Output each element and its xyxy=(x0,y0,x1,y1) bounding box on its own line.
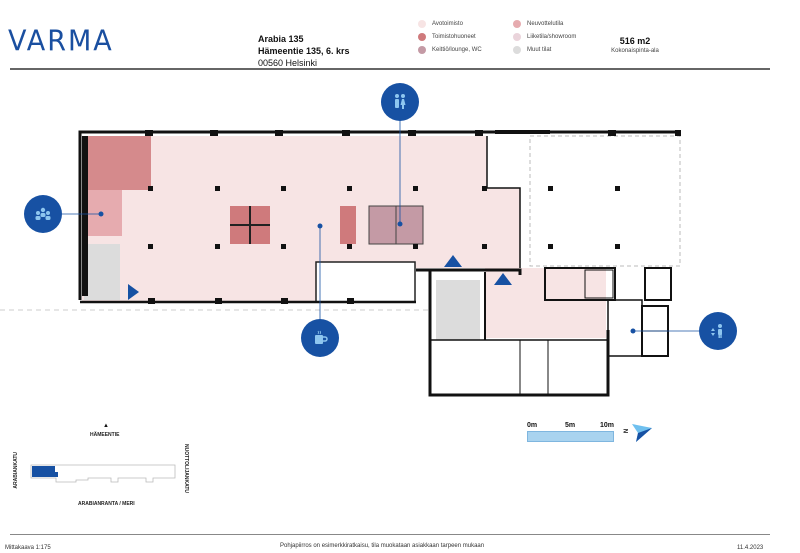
scale-label-5: 5m xyxy=(565,422,576,429)
key-map-building xyxy=(30,464,176,483)
small-office xyxy=(340,206,356,244)
legend-swatch xyxy=(418,46,426,54)
group-icon xyxy=(35,207,51,220)
scale-label-10: 10m xyxy=(600,422,615,429)
legend-item-other: Muut tilat xyxy=(513,46,551,54)
north-arrow-icon xyxy=(632,424,652,442)
elevator-person-icon xyxy=(711,324,722,338)
scale-bar xyxy=(527,431,614,442)
area-value: 516 m2 xyxy=(619,36,651,46)
legend-item-kitchen-wc: Keittiö/lounge, WC xyxy=(418,46,482,54)
center-stairwell xyxy=(436,280,480,340)
street-address: Hämeentie 135, 6. krs xyxy=(258,46,350,56)
total-area: 516 m2 Kokonaispinta-ala xyxy=(600,36,670,54)
legend-label: Liiketila/showroom xyxy=(527,34,577,40)
coffee-cup-icon xyxy=(315,330,328,344)
legend-item-meeting: Neuvottelutila xyxy=(513,20,563,28)
legend-swatch xyxy=(418,20,426,28)
entrance-arrow xyxy=(444,255,462,267)
legend-label: Toimistohuoneet xyxy=(432,34,476,40)
legend-item-open-office: Avotoimisto xyxy=(418,20,463,28)
street-south: ARABIANRANTA / MERI xyxy=(78,501,135,507)
street-north: HÄMEENTIE xyxy=(90,432,120,438)
legend: Avotoimisto Toimistohuoneet Keittiö/loun… xyxy=(418,20,598,65)
legend-label: Neuvottelutila xyxy=(527,21,564,27)
footer-disclaimer: Pohjapiirros on esimerkkiratkaisu, tila … xyxy=(280,543,485,549)
legend-swatch xyxy=(513,46,521,54)
property-name: Arabia 135 xyxy=(258,34,304,44)
legend-item-showroom: Liiketila/showroom xyxy=(513,33,576,41)
postal-address: 00560 Helsinki xyxy=(258,58,318,68)
legend-label: Avotoimisto xyxy=(432,21,463,27)
street-east: NUOTTOLIJANKATU xyxy=(183,444,189,493)
legend-swatch xyxy=(513,20,521,28)
meeting-room-marker[interactable] xyxy=(24,195,62,233)
entrance-arrow xyxy=(494,273,512,285)
legend-label: Keittiö/lounge, WC xyxy=(432,47,482,53)
street-west: ARABIANKATU xyxy=(13,452,19,489)
varma-logo: VARMA xyxy=(8,25,114,58)
elevator-marker[interactable] xyxy=(699,312,737,350)
north-arrow-small: ▲ xyxy=(103,423,109,429)
wc-icon xyxy=(395,94,406,109)
floor-plan xyxy=(0,118,700,397)
footer-date: 11.4.2023 xyxy=(737,545,764,551)
kitchen-marker[interactable] xyxy=(301,319,339,357)
header-divider xyxy=(10,68,770,70)
footer-divider xyxy=(10,534,770,535)
legend-label: Muut tilat xyxy=(527,47,552,53)
legend-swatch xyxy=(513,33,521,41)
entrance-arrow xyxy=(128,284,139,300)
address-block: Arabia 135 Hämeentie 135, 6. krs 00560 H… xyxy=(258,33,350,69)
footer-scale: Mittakaava 1:175 xyxy=(5,545,51,551)
office-room xyxy=(84,136,151,190)
wc-marker[interactable] xyxy=(381,83,419,121)
scale-label-0: 0m xyxy=(527,422,538,429)
legend-item-office-rooms: Toimistohuoneet xyxy=(418,33,476,41)
legend-swatch xyxy=(418,33,426,41)
area-label: Kokonaispinta-ala xyxy=(611,48,659,54)
stairwell xyxy=(84,244,120,300)
